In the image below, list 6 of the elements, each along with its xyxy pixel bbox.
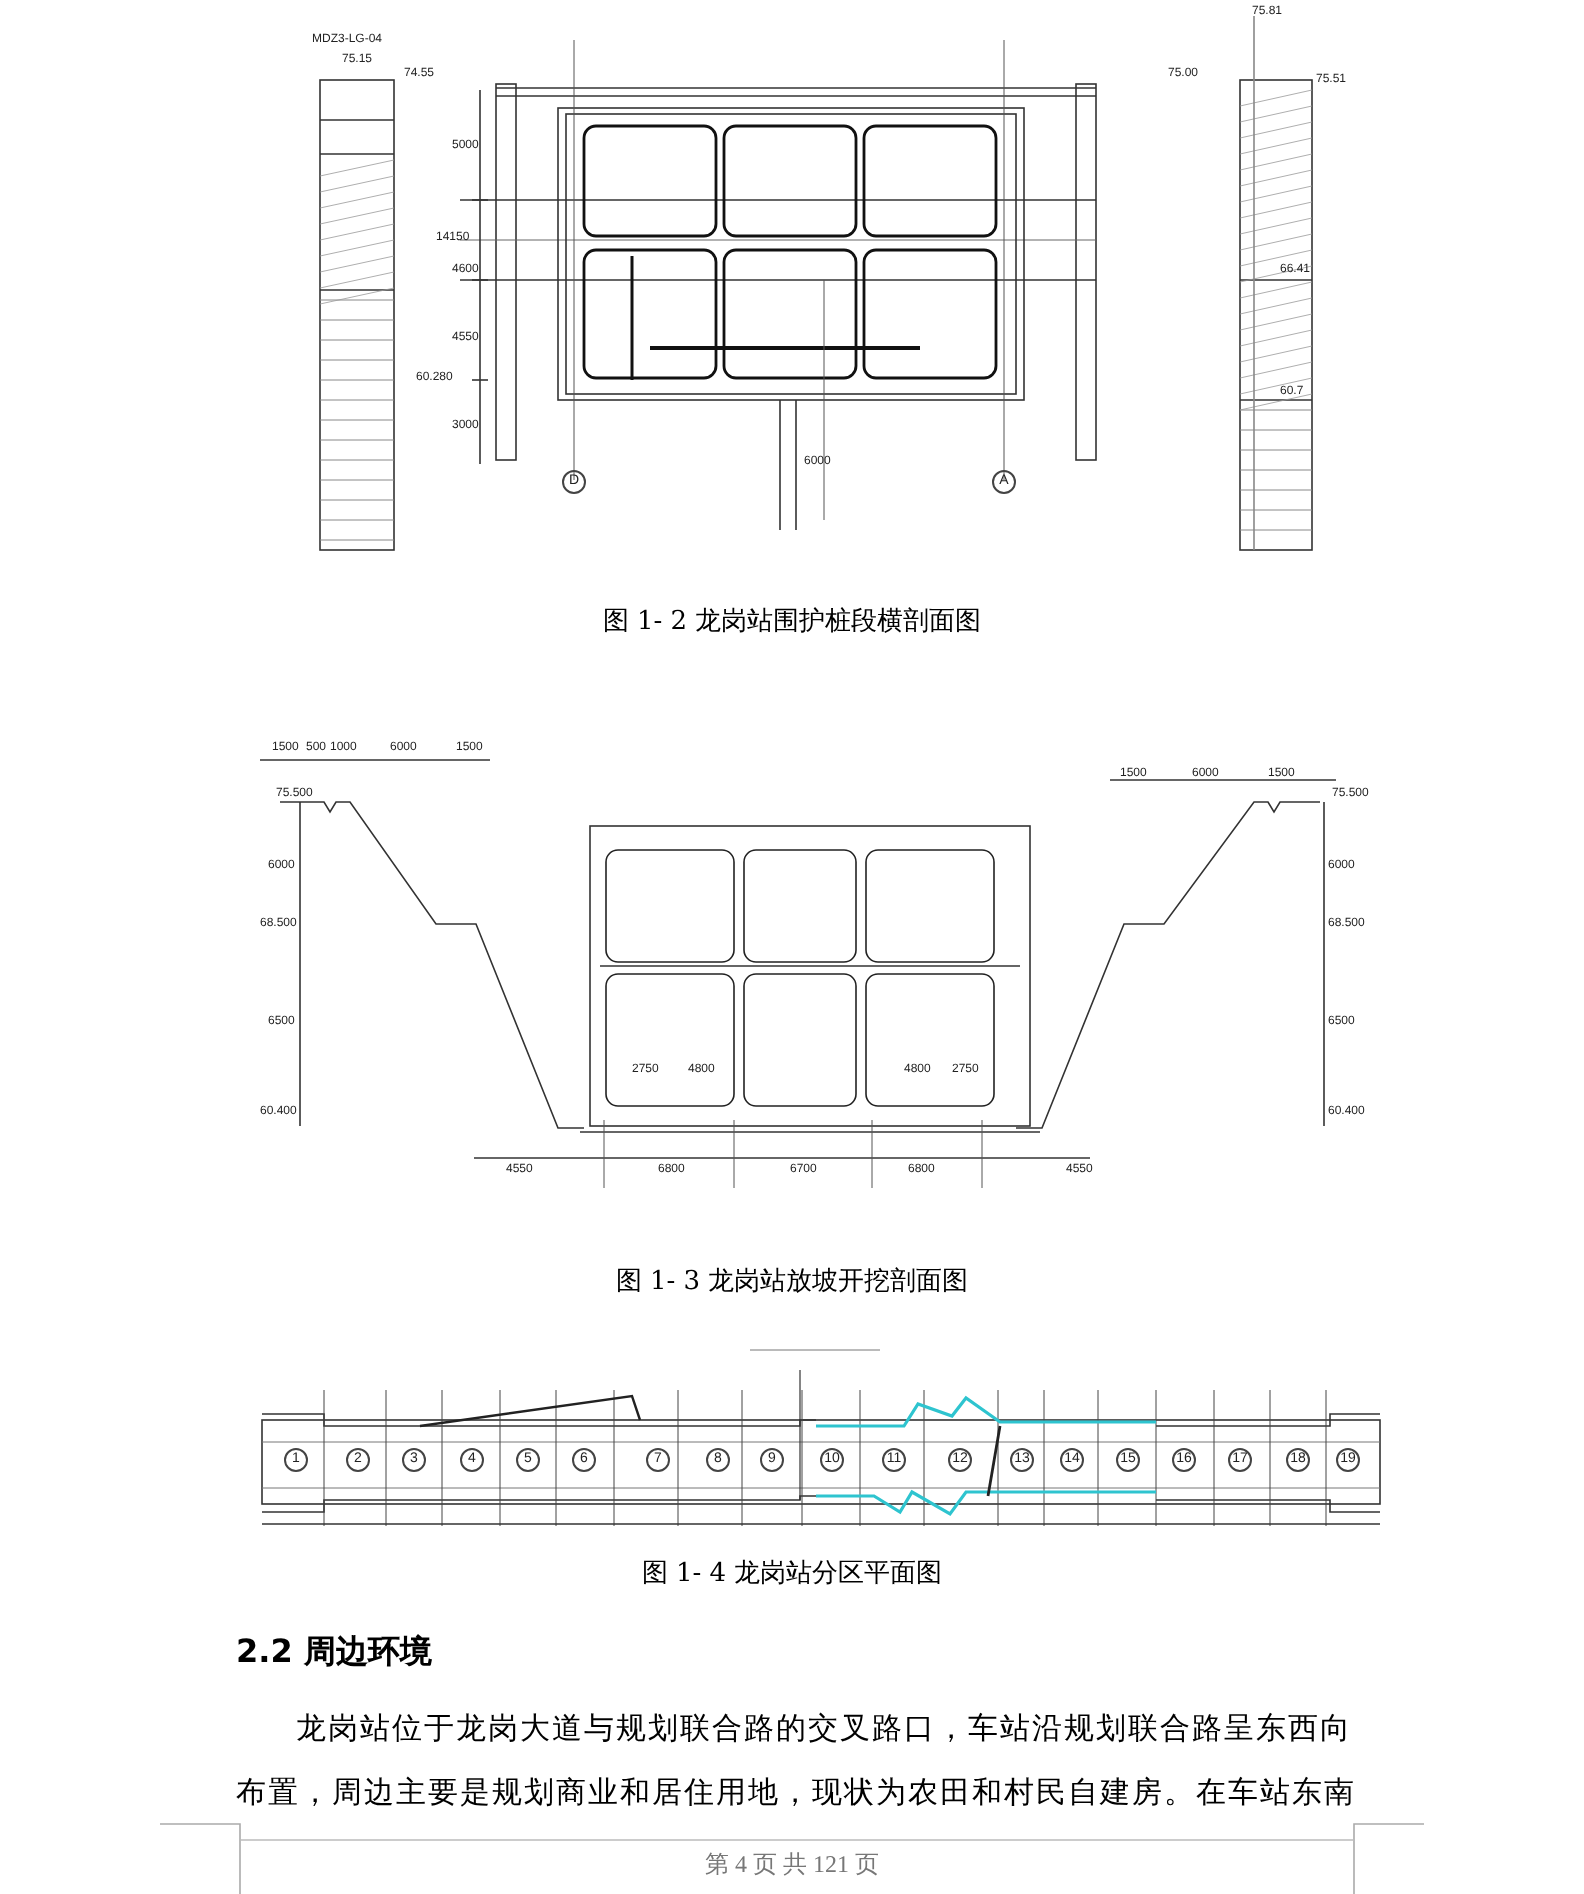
figure-caption: 图 1- 2 龙岗站围护桩段横剖面图 — [602, 609, 982, 635]
section-heading: 2.2 周边环境 — [236, 1636, 432, 1668]
figure-caption: 图 1- 3 龙岗站放坡开挖剖面图 — [615, 1269, 969, 1295]
figure-caption: 图 1- 4 龙岗站分区平面图 — [641, 1561, 943, 1587]
page-footer: 第 4 页 共 121 页 — [0, 1852, 1584, 1876]
body-paragraph: 龙岗站位于龙岗大道与规划联合路的交叉路口，车站沿规划联合路呈东西向布置，周边主要是规划商业和居住用地，现状为农田和村民自建房。在车站东南 — [236, 1708, 1356, 1814]
